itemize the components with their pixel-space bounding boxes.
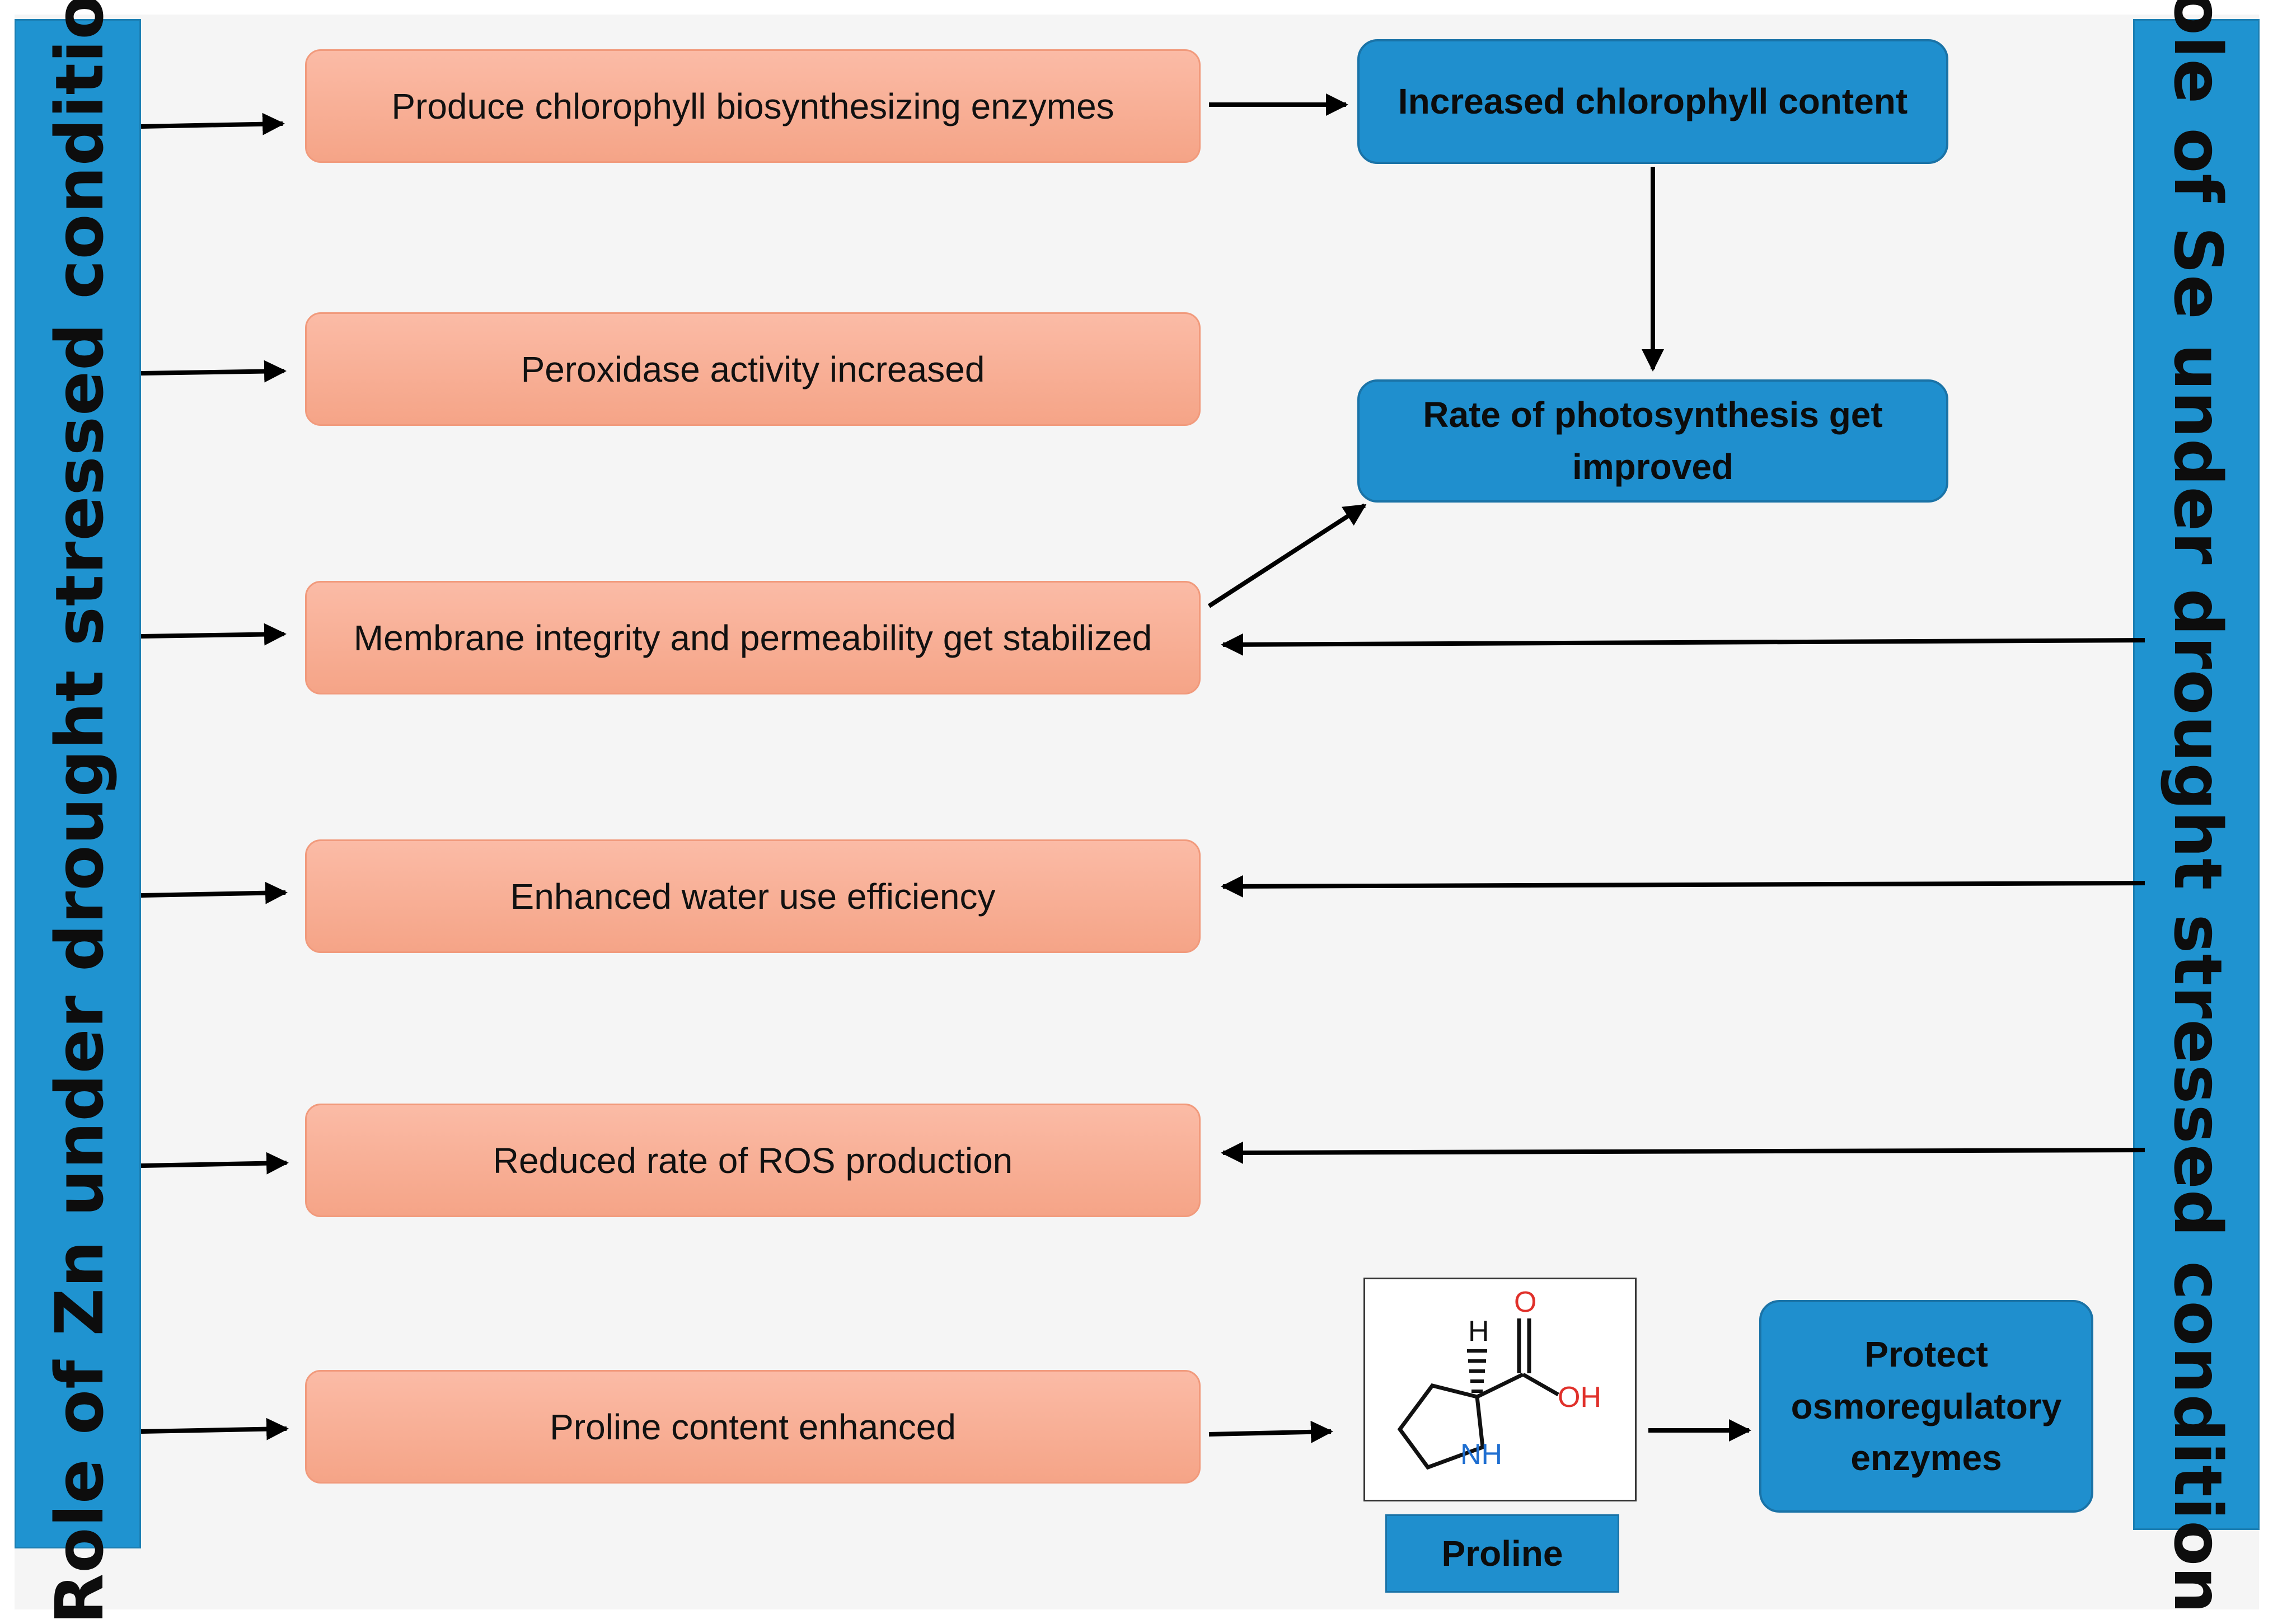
- arrow-zn-2: [140, 360, 287, 383]
- atom-nh: NH: [1460, 1438, 1502, 1471]
- arrow-se-ros: [1221, 1141, 2145, 1164]
- atom-o: O: [1514, 1286, 1536, 1318]
- arrow-se-membrane: [1221, 633, 2145, 656]
- arrow-se-water: [1221, 875, 2145, 898]
- se-role-bar: Role of Se under drought stressed condit…: [2133, 0, 2260, 1614]
- effect-peroxidase: Peroxidase activity increased: [305, 312, 1201, 426]
- c-alpha-bond: [1476, 1372, 1524, 1399]
- proline-molecule-icon: H O OH NH: [1397, 1286, 1601, 1471]
- outcome-osmoregulatory: Protect osmoregulatory enzymes: [1759, 1300, 2093, 1513]
- arrow-proline-to-structure: [1208, 1420, 1333, 1443]
- stereo-hash-wedge: [1467, 1349, 1487, 1393]
- arrow-zn-1: [140, 112, 285, 135]
- atom-oh: OH: [1558, 1381, 1601, 1414]
- arrow-zn-4: [140, 881, 288, 904]
- arrow-zn-3: [140, 623, 287, 646]
- outcome-chlorophyll-content: Increased chlorophyll content: [1357, 39, 1948, 164]
- effect-membrane-integrity: Membrane integrity and permeability get …: [305, 581, 1201, 694]
- effect-ros-reduction: Reduced rate of ROS production: [305, 1104, 1201, 1217]
- outcome-photosynthesis: Rate of photosynthesis get improved: [1357, 379, 1948, 503]
- atom-h: H: [1468, 1315, 1489, 1348]
- zn-role-bar: Role of Zn under drought stressed condit…: [15, 0, 141, 1624]
- effect-water-use: Enhanced water use efficiency: [305, 839, 1201, 953]
- arrow-membrane-to-photosynthesis: [1207, 503, 1367, 608]
- proline-ring: [1397, 1383, 1485, 1470]
- effect-proline: Proline content enhanced: [305, 1370, 1201, 1484]
- proline-structure: H O OH NH: [1363, 1278, 1637, 1501]
- arrow-zn-5: [140, 1152, 289, 1175]
- hydroxyl-bond: [1522, 1372, 1559, 1397]
- effect-chlorophyll-enzymes: Produce chlorophyll biosynthesizing enzy…: [305, 49, 1201, 163]
- arrow-zn-6: [140, 1418, 289, 1440]
- proline-label: Proline: [1385, 1514, 1619, 1593]
